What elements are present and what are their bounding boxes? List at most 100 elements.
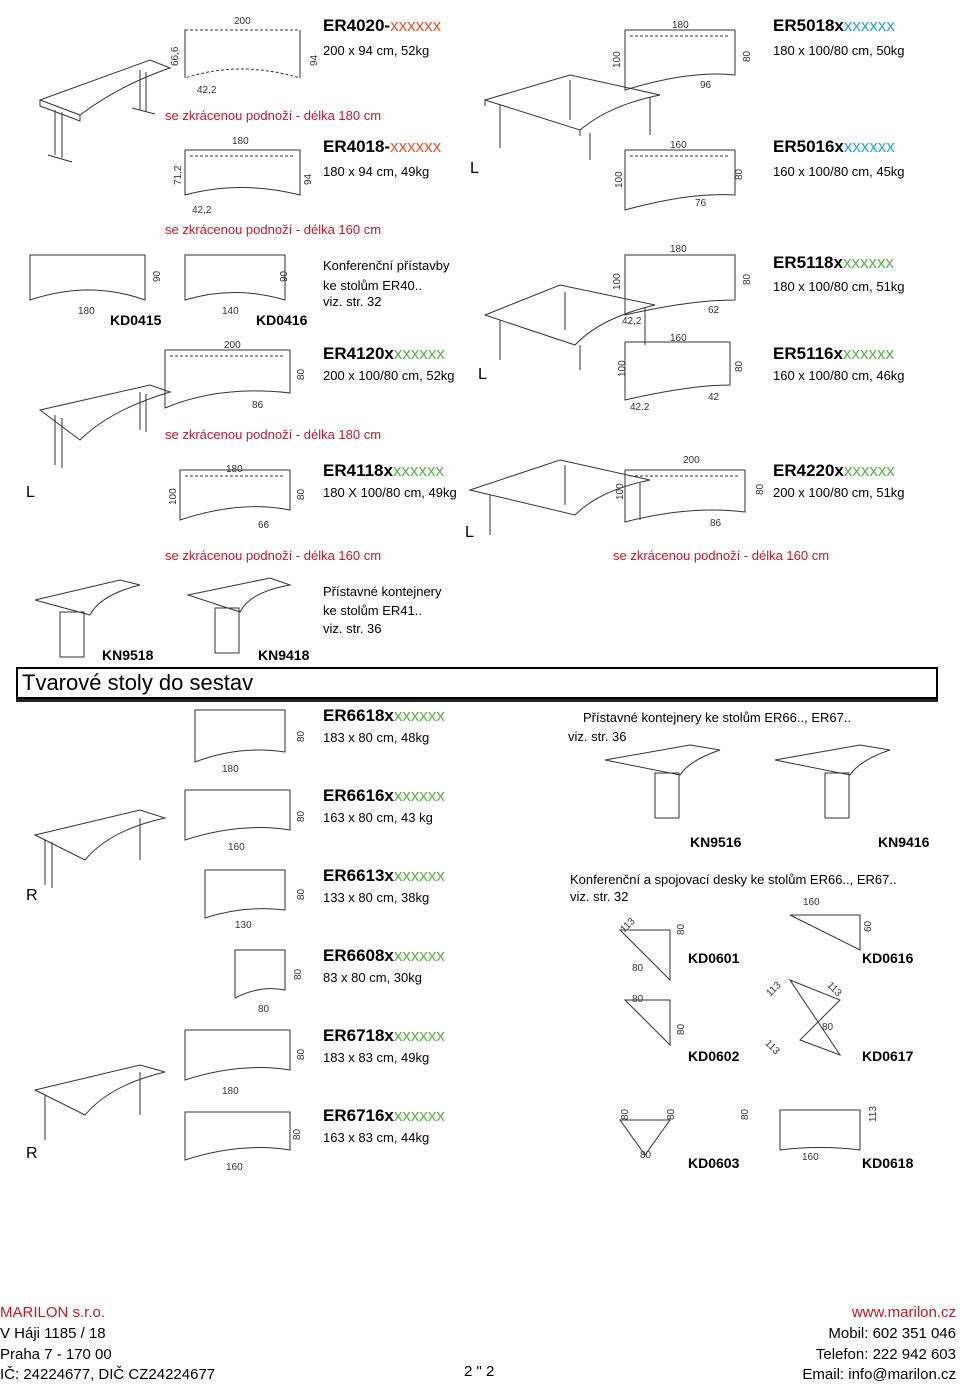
product-spec-er6616: 163 x 80 cm, 43 kg <box>323 810 433 825</box>
footer-mobile: Mobil: 602 351 046 <box>828 1325 956 1342</box>
product-code-er5116: ER5116xxxxxxx <box>773 344 894 363</box>
dim-label: 80 <box>296 368 307 380</box>
side-label-l-4: L <box>465 524 474 541</box>
containers66-line2: viz. str. 36 <box>568 729 627 744</box>
product-code-er6716: ER6716xxxxxxx <box>323 1106 445 1125</box>
dim-label: 80 <box>676 1023 687 1035</box>
product-spec-er6613: 133 x 80 cm, 38kg <box>323 890 430 905</box>
dim-label: 100 <box>612 51 623 68</box>
dim-label: 180 <box>78 306 95 317</box>
dim-label: 160 <box>670 140 687 151</box>
product-code-er4220: ER4220xxxxxxx <box>773 461 895 480</box>
dim-label: 94 <box>303 173 314 185</box>
side-label-l-2: L <box>478 366 487 383</box>
dim-label: 80 <box>296 488 307 500</box>
product-code-er6618: ER6618xxxxxxx <box>323 706 445 725</box>
dim-label: 200 <box>234 16 251 27</box>
containers-line3: viz. str. 36 <box>323 621 382 636</box>
product-spec-er4220: 200 x 100/80 cm, 51kg <box>773 485 905 500</box>
dim-label: 80 <box>293 968 304 980</box>
code-kd0618: KD0618 <box>862 1155 914 1171</box>
section-header: Tvarové stoly do sestav <box>16 667 938 699</box>
code-kn9516: KN9516 <box>690 834 742 850</box>
dim-label: 80 <box>742 50 753 62</box>
dim-label: 180 <box>222 1086 239 1097</box>
containers-title: Přístavné kontejnery <box>323 584 442 599</box>
dim-label: 180 <box>226 464 243 475</box>
note-shortened-180-2: se zkrácenou podnoží - délka 180 cm <box>165 427 382 442</box>
conf-line3: viz. str. 32 <box>323 294 382 309</box>
dim-label: 160 <box>228 842 245 853</box>
code-kd0603: KD0603 <box>688 1155 740 1171</box>
product-spec-er6608: 83 x 80 cm, 30kg <box>323 970 422 985</box>
dim-label: 80 <box>258 1004 270 1015</box>
dim-label: 80 <box>632 994 644 1005</box>
dim-label: 90 <box>279 270 290 282</box>
dim-label: 80 <box>296 810 307 822</box>
footer-web[interactable]: www.marilon.cz <box>851 1304 956 1321</box>
note-shortened-160-3: se zkrácenou podnoží - délka 160 cm <box>613 548 830 563</box>
code-kd0416: KD0416 <box>256 312 308 328</box>
product-spec-er4118: 180 X 100/80 cm, 49kg <box>323 485 457 500</box>
dim-label: 80 <box>632 963 644 974</box>
dim-label: 100 <box>614 171 625 188</box>
dim-label: 180 <box>232 136 249 147</box>
code-kd0415: KD0415 <box>110 312 162 328</box>
dim-label: 160 <box>803 897 820 908</box>
conf66-title: Konferenční a spojovací desky ke stolům … <box>570 872 897 887</box>
product-code-er6718: ER6718xxxxxxx <box>323 1026 445 1045</box>
footer-email[interactable]: Email: info@marilon.cz <box>802 1366 956 1383</box>
product-code-er4018: ER4018-xxxxxx <box>323 137 442 156</box>
footer-page-number: 2 " 2 <box>464 1363 495 1380</box>
dim-label: 100 <box>612 273 623 290</box>
code-kn9418: KN9418 <box>258 647 310 663</box>
dim-label: 42,2 <box>197 85 217 96</box>
dim-label: 86 <box>252 400 264 411</box>
note-shortened-180: se zkrácenou podnoží - délka 180 cm <box>165 108 382 123</box>
product-code-er5018: ER5018xxxxxxx <box>773 16 895 35</box>
dim-label: 200 <box>224 340 241 351</box>
dim-label: 66 <box>258 520 270 531</box>
product-code-er6616: ER6616xxxxxxx <box>323 786 445 805</box>
dim-label: 80 <box>734 360 745 372</box>
dim-label: 100 <box>615 483 626 500</box>
dim-label: 42.2 <box>630 402 650 413</box>
product-spec-er6618: 183 x 80 cm, 48kg <box>323 730 430 745</box>
product-code-er5016: ER5016xxxxxxx <box>773 137 895 156</box>
dim-label: 80 <box>666 1108 677 1120</box>
section-title: Tvarové stoly do sestav <box>22 670 254 695</box>
dim-label: 80 <box>742 273 753 285</box>
dim-label: 80 <box>822 1022 834 1033</box>
product-code-er4020: ER4020-xxxxxx <box>323 16 442 35</box>
dim-label: 80 <box>296 1048 307 1060</box>
dim-label: 42,2 <box>192 205 212 216</box>
product-code-er6608: ER6608xxxxxxx <box>323 946 445 965</box>
containers-line2: ke stolům ER41.. <box>323 603 422 618</box>
dim-label: 180 <box>672 20 689 31</box>
product-spec-er4020: 200 x 94 cm, 52kg <box>323 43 430 58</box>
dim-label: 96 <box>700 80 712 91</box>
footer-street: V Háji 1185 / 18 <box>0 1325 106 1342</box>
code-kd0602: KD0602 <box>688 1048 740 1064</box>
product-code-er4120: ER4120xxxxxxx <box>323 344 445 363</box>
conf-line2: ke stolům ER40.. <box>323 278 422 293</box>
dim-label: 71,2 <box>173 165 184 185</box>
dim-label: 76 <box>695 198 707 209</box>
dim-label: 80 <box>296 730 307 742</box>
footer-company: MARILON s.r.o. <box>0 1304 106 1321</box>
dim-label: 80 <box>755 483 766 495</box>
dim-label: 80 <box>676 923 687 935</box>
product-code-er6613: ER6613xxxxxxx <box>323 866 445 885</box>
product-spec-er6716: 163 x 83 cm, 44kg <box>323 1130 430 1145</box>
footer-city: Praha 7 - 170 00 <box>0 1346 112 1363</box>
dim-label: 180 <box>222 764 239 775</box>
dim-label: 66,6 <box>170 46 181 66</box>
product-spec-er5018: 180 x 100/80 cm, 50kg <box>773 43 905 58</box>
containers66-title: Přístavné kontejnery ke stolům ER66.., E… <box>583 710 852 725</box>
code-kd0601: KD0601 <box>688 950 740 966</box>
dim-label: 113 <box>868 1106 879 1122</box>
dim-label: 90 <box>152 270 163 282</box>
code-kn9416: KN9416 <box>878 834 930 850</box>
product-code-er5118: ER5118xxxxxxx <box>773 253 894 272</box>
footer-ids: IČ: 24224677, DIČ CZ24224677 <box>0 1366 216 1383</box>
